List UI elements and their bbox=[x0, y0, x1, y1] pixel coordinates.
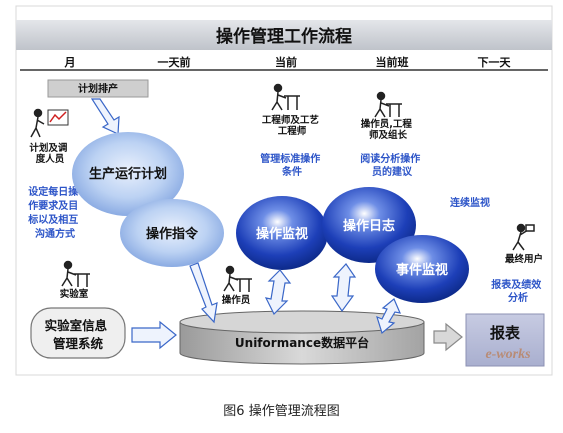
chart-board-icon bbox=[47, 109, 69, 126]
planning-box bbox=[47, 79, 149, 98]
planner-label: 计划及调 度人员 bbox=[29, 142, 70, 165]
operator-desk-icon bbox=[223, 265, 252, 292]
watermark-logo: e-works bbox=[485, 347, 531, 362]
report-label: 报表 bbox=[490, 324, 521, 342]
arrow-lims-to-platform bbox=[131, 320, 177, 350]
production-plan-ellipse bbox=[72, 132, 184, 216]
arrow-monitor-platform bbox=[264, 269, 292, 316]
data-platform-cylinder bbox=[179, 310, 425, 365]
end-user-icon bbox=[512, 223, 535, 251]
arrow-log-platform bbox=[330, 263, 357, 313]
operation-monitor-ellipse bbox=[236, 196, 328, 270]
operator-label: 操作员 bbox=[222, 294, 251, 306]
lims-label: 实验室信息 管理系统 bbox=[45, 318, 112, 351]
arrow-event-platform bbox=[376, 298, 402, 335]
lab-label: 实验室 bbox=[60, 288, 89, 300]
operation-log-label: 操作日志 bbox=[343, 218, 395, 234]
timeline-label-next-day: 下一天 bbox=[478, 56, 512, 69]
note-reports-kpi: 报表及绩效 分析 bbox=[491, 278, 544, 304]
lims-box bbox=[30, 307, 126, 359]
timeline-label-current: 当前 bbox=[275, 55, 297, 69]
lab-desk-icon bbox=[61, 260, 90, 287]
planning-box-label: 计划排产 bbox=[78, 82, 118, 95]
arrow-order-to-platform bbox=[189, 262, 218, 324]
note-read-analyze: 阅读分析操作 员的建议 bbox=[360, 152, 423, 178]
operator-lead-label: 操作员,工程 师及组长 bbox=[361, 118, 415, 141]
data-platform-label: Uniformance数据平台 bbox=[235, 335, 369, 350]
operation-monitor-label: 操作监视 bbox=[256, 226, 308, 242]
end-user-label: 最终用户 bbox=[505, 253, 543, 265]
timeline-label-month: 月 bbox=[64, 56, 76, 69]
operator-lead-desk-icon bbox=[374, 91, 402, 118]
event-monitor-label: 事件监视 bbox=[396, 262, 448, 278]
operation-order-label: 操作指令 bbox=[146, 226, 199, 242]
timeline-label-current-shift: 当前班 bbox=[376, 55, 409, 69]
timeline-label-day-before: 一天前 bbox=[158, 55, 191, 69]
operation-order-ellipse bbox=[120, 199, 224, 267]
engineer-label: 工程师及工艺 工程师 bbox=[262, 114, 322, 137]
report-box bbox=[465, 313, 545, 367]
production-plan-label: 生产运行计划 bbox=[89, 166, 167, 182]
figure-caption: 图6 操作管理流程图 bbox=[223, 404, 340, 419]
arrow-planning-to-plan bbox=[90, 98, 120, 135]
diagram-title: 操作管理工作流程 bbox=[216, 26, 352, 47]
note-standard-conditions: 管理标准操作 条件 bbox=[260, 152, 323, 178]
note-continuous-monitoring: 连续监视 bbox=[450, 196, 490, 209]
engineer-desk-icon bbox=[271, 83, 300, 111]
planner-person-icon bbox=[30, 108, 45, 138]
note-daily-requirements: 设定每日操 作要求及目 标以及相互 沟通方式 bbox=[27, 185, 81, 240]
arrow-platform-to-report bbox=[433, 322, 463, 352]
event-monitor-ellipse bbox=[375, 235, 469, 303]
title-band bbox=[16, 20, 552, 50]
